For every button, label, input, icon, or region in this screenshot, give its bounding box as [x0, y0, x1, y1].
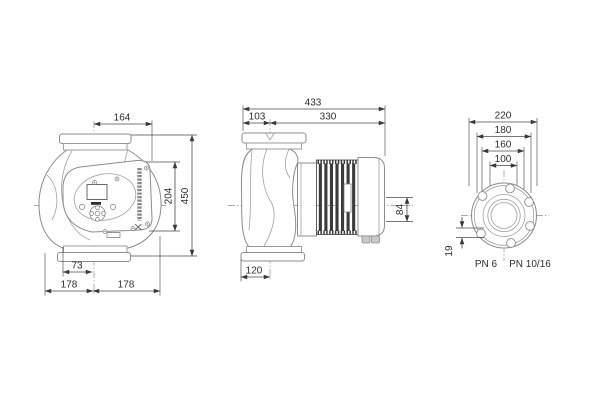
motor-end-cap	[357, 157, 385, 237]
ok-button	[94, 210, 101, 217]
dim-label-450: 450	[180, 187, 191, 204]
motor-fin	[352, 163, 356, 231]
dim-label-164: 164	[114, 113, 131, 124]
bolt-hole	[476, 228, 486, 239]
dim-label-100: 100	[495, 154, 512, 165]
bolt-hole	[506, 238, 516, 248]
dim-label-433: 433	[305, 98, 322, 109]
dim-label-160: 160	[495, 140, 512, 151]
bolt-hole	[525, 221, 535, 231]
pn1016-label: PN 10/16	[509, 259, 551, 270]
left-button	[89, 211, 94, 216]
bore-circle	[490, 202, 518, 229]
front-view: 164 450 204 73 178 178	[34, 113, 197, 296]
bolt-holes	[476, 183, 535, 248]
bolt-hole	[505, 183, 515, 194]
control-head	[62, 159, 153, 233]
dim-label-120: 120	[246, 266, 263, 277]
control-panel-face	[73, 173, 137, 221]
motor-fin	[341, 163, 345, 231]
flange-outer-inner-circle	[473, 185, 535, 246]
bolt-hole	[477, 191, 488, 201]
pn6-label: PN 6	[475, 259, 498, 270]
top-flange-plate	[59, 133, 132, 144]
right-button	[101, 211, 106, 216]
bottom-flange-lip	[246, 246, 302, 253]
connector-plug	[371, 235, 380, 244]
flange-outer-circle	[471, 182, 537, 249]
connector-plug	[361, 235, 371, 244]
nameplate	[343, 183, 352, 213]
dim-label-103: 103	[249, 112, 266, 123]
flange-notch	[265, 133, 275, 141]
dim-label-180: 180	[495, 125, 512, 136]
top-flange-plate	[241, 132, 307, 144]
side-view: 433 103 330 84 120	[228, 98, 413, 282]
raised-face-circle	[482, 194, 526, 237]
dim-label-178-left: 178	[61, 280, 78, 291]
volute-casing-side	[240, 148, 299, 248]
flange-view: 220 180 160 100 19 PN 6 PN 10/16	[444, 111, 551, 271]
dim-label-204: 204	[164, 187, 175, 204]
dim-label-19: 19	[444, 245, 455, 257]
casting-curve	[262, 148, 275, 247]
dim-label-330: 330	[320, 112, 337, 123]
motor-fin	[318, 163, 322, 231]
stator-housing	[297, 162, 317, 237]
top-flange-lip	[63, 143, 128, 151]
motor-fin	[324, 163, 328, 231]
display-screen	[86, 184, 108, 200]
home-button	[79, 204, 85, 210]
dim-label-84: 84	[395, 204, 406, 216]
panel-screws	[92, 165, 150, 234]
display-underbar	[91, 202, 101, 205]
hub-circle	[487, 198, 521, 233]
grundfos-logo-mark	[134, 223, 142, 231]
menu-button	[110, 204, 116, 210]
dim-label-73: 73	[71, 261, 83, 272]
casting-curve	[248, 150, 253, 231]
head-bottom-tab	[106, 232, 121, 238]
casting-curve	[46, 174, 58, 221]
bottom-flange-lip	[63, 245, 128, 253]
down-button	[95, 217, 100, 222]
motor-fin	[329, 163, 333, 231]
bottom-flange-plate	[57, 252, 131, 262]
up-button	[95, 205, 100, 210]
dim-label-178-right: 178	[118, 280, 135, 291]
dim-label-220: 220	[495, 111, 512, 122]
top-flange-lip	[246, 142, 302, 150]
casting-curve	[284, 148, 291, 179]
motor-fin	[335, 163, 339, 231]
bottom-flange-plate	[240, 252, 305, 262]
bolt-hole	[524, 197, 534, 207]
